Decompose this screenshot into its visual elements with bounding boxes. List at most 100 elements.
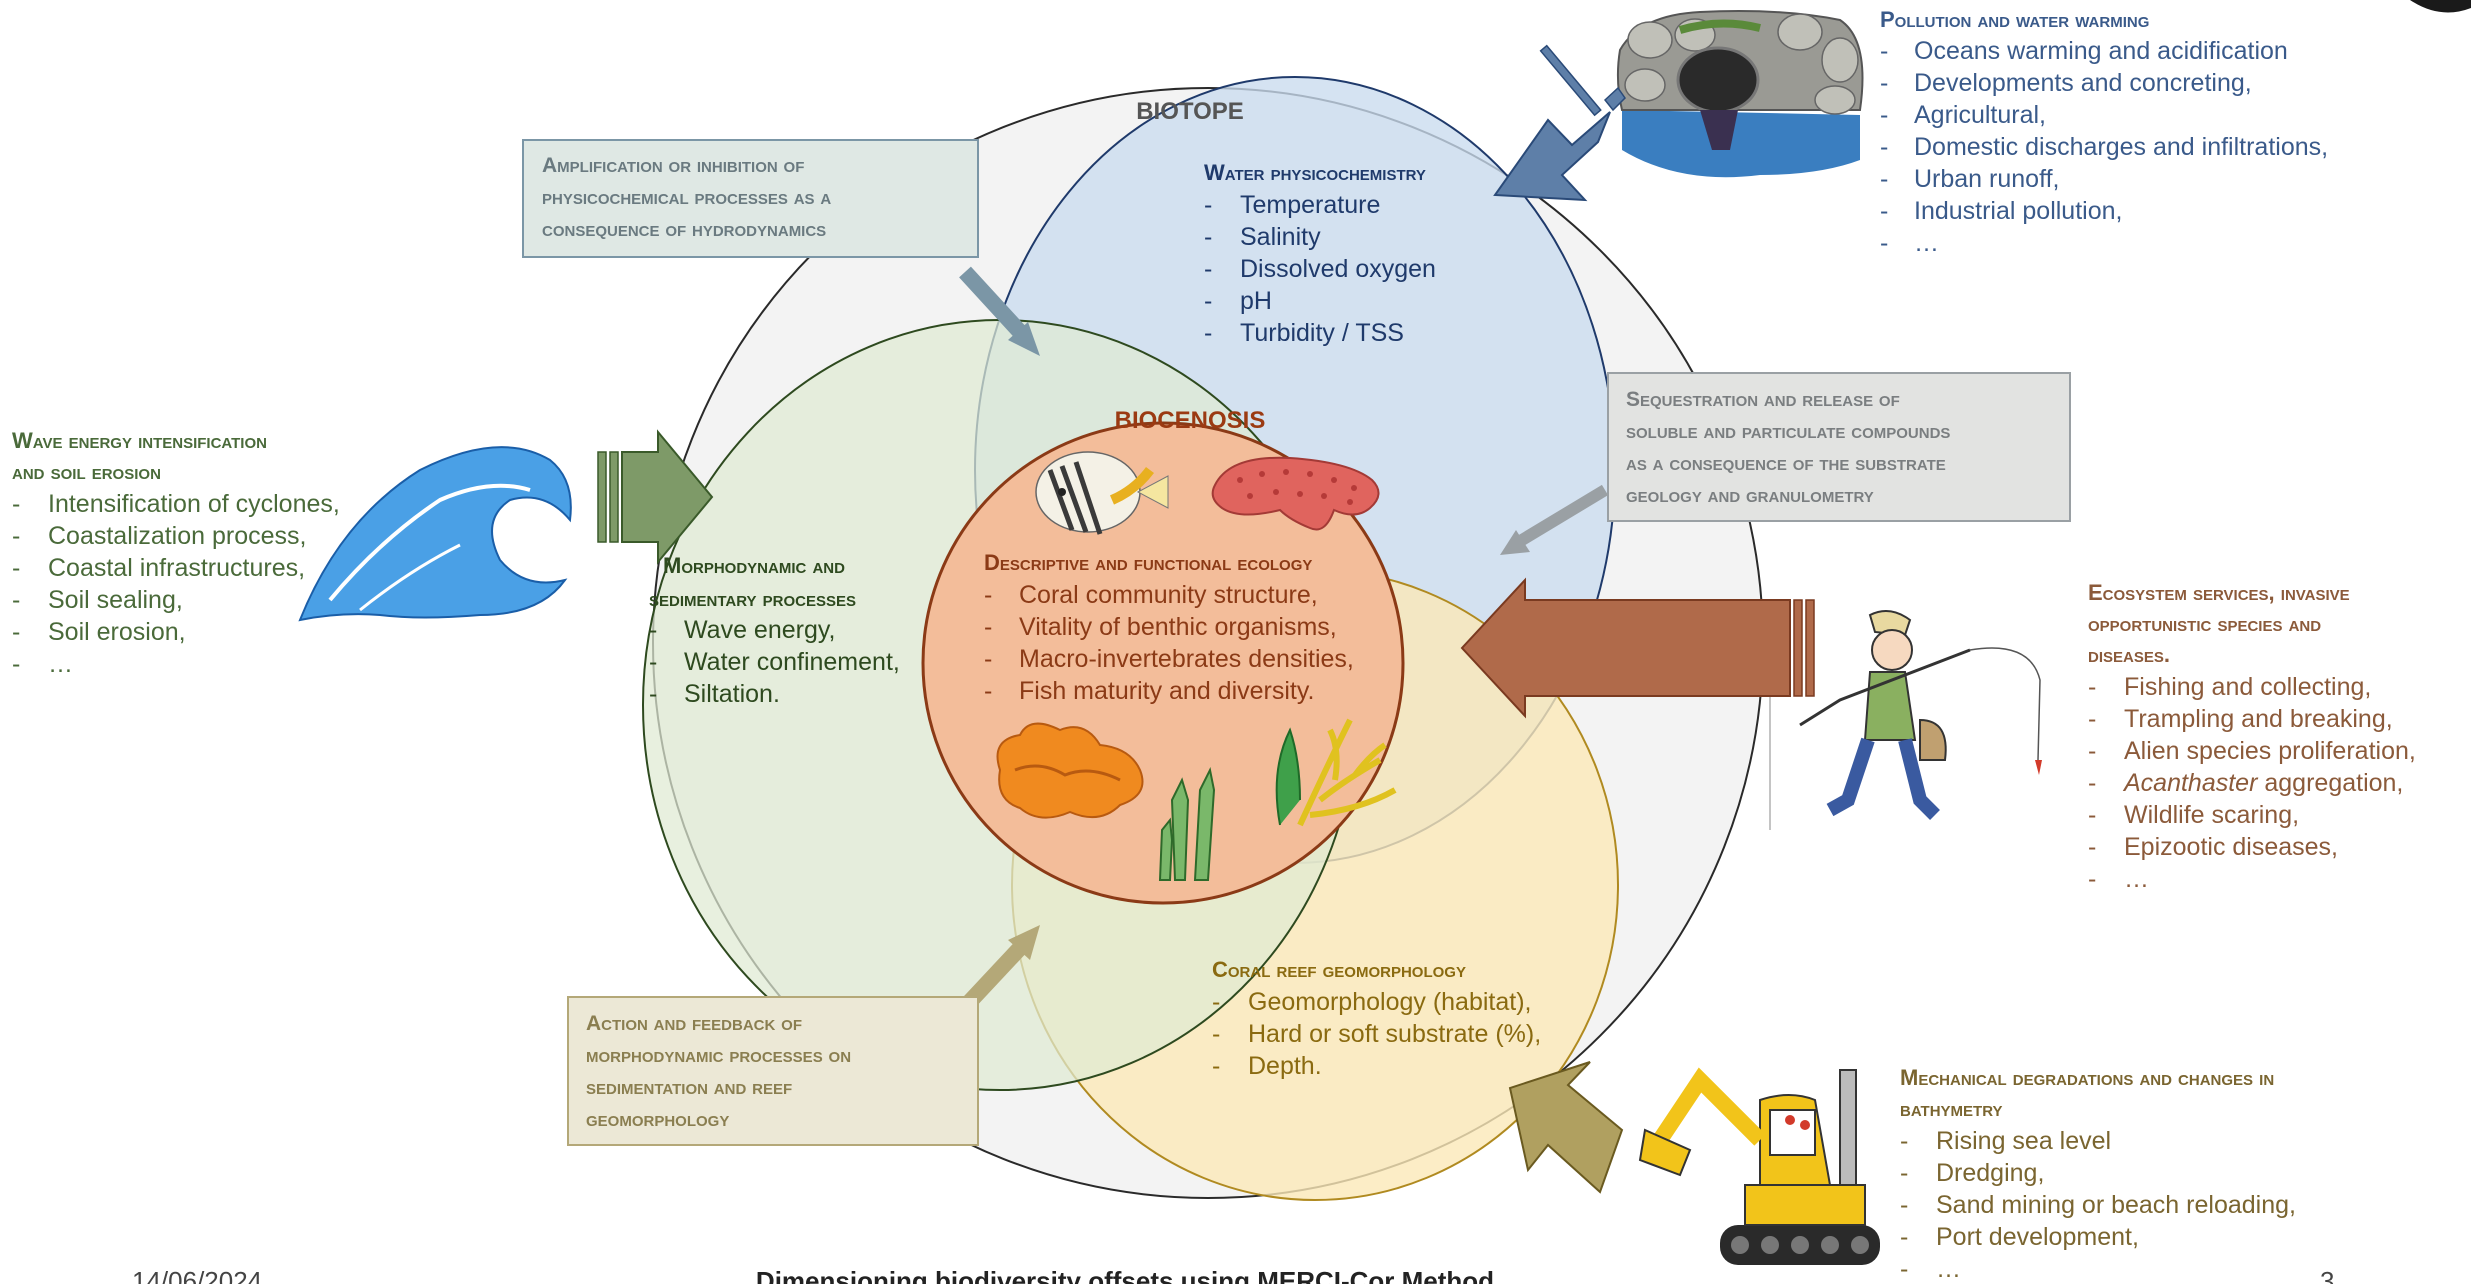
- wave-title-2: and soil erosion: [12, 459, 161, 484]
- services-item: aggregation,: [2264, 769, 2403, 797]
- mechanical-title-2: bathymetry: [1900, 1096, 2003, 1121]
- action-line: morphodynamic processes on: [586, 1044, 851, 1067]
- svg-text:-: -: [12, 554, 20, 582]
- footer-title: Dimensioning biodiversity offsets using …: [756, 1266, 1494, 1284]
- svg-text:-: -: [1880, 229, 1888, 257]
- geomorph-item: Depth.: [1248, 1052, 1322, 1080]
- svg-text:-: -: [1880, 37, 1888, 65]
- svg-text:-: -: [1204, 255, 1212, 283]
- pollution-item: Domestic discharges and infiltrations,: [1914, 133, 2328, 161]
- wave-item: Coastal infrastructures,: [48, 554, 305, 582]
- action-line: sedimentation and reef: [586, 1076, 792, 1099]
- sequestration-arrow: [1500, 484, 1609, 555]
- sequestration-line: as a consequence of the substrate: [1626, 452, 1946, 475]
- amplification-line: consequence of hydrodynamics: [542, 218, 826, 241]
- morpho-item: Siltation.: [684, 680, 780, 708]
- svg-text:-: -: [2088, 737, 2096, 765]
- pollution-title: Pollution and water warming: [1880, 7, 2149, 32]
- services-list: -Fishing and collecting, -Trampling and …: [2088, 673, 2416, 893]
- svg-text:-: -: [1880, 69, 1888, 97]
- services-item: Trampling and breaking,: [2124, 705, 2393, 733]
- fish-icon: [1035, 451, 1169, 535]
- svg-text:-: -: [984, 677, 992, 705]
- services-title-1: Ecosystem services, invasive: [2088, 580, 2350, 605]
- svg-text:-: -: [2088, 769, 2096, 797]
- coral-icon: [996, 722, 1144, 819]
- svg-text:-: -: [1212, 988, 1220, 1016]
- morpho-item: Wave energy,: [684, 616, 835, 644]
- sequestration-line: soluble and particulate compounds: [1626, 420, 1950, 443]
- geomorph-list: -Geomorphology (habitat), -Hard or soft …: [1212, 988, 1541, 1080]
- fisherman-icon: [1769, 610, 2042, 830]
- footer-date: 14/06/2024: [132, 1266, 262, 1284]
- svg-text:-: -: [1900, 1191, 1908, 1219]
- mechanical-item: Port development,: [1936, 1223, 2139, 1251]
- logo-fragment: [2410, 0, 2471, 13]
- svg-text:-: -: [1900, 1223, 1908, 1251]
- svg-text:-: -: [1900, 1159, 1908, 1187]
- morpho-title-1: Morphodynamic and: [663, 553, 845, 578]
- wave-icon: [298, 446, 572, 622]
- water-item: Salinity: [1240, 223, 1321, 251]
- action-line: Action and feedback of: [586, 1012, 802, 1035]
- svg-text:-: -: [1204, 191, 1212, 219]
- footer-page: 3: [2320, 1266, 2334, 1284]
- sea-cucumber-icon: [1211, 456, 1380, 531]
- pollution-list: -Oceans warming and acidification -Devel…: [1880, 37, 2328, 257]
- excavator-icon: [1638, 1067, 1880, 1265]
- svg-text:-: -: [1900, 1255, 1908, 1283]
- mechanical-item: Rising sea level: [1936, 1127, 2111, 1155]
- wave-arrow[interactable]: [597, 429, 714, 565]
- geomorph-item: Hard or soft substrate (%),: [1248, 1020, 1541, 1048]
- morpho-item: Water confinement,: [684, 648, 900, 676]
- ecology-item: Macro-invertebrates densities,: [1019, 645, 1354, 673]
- pipe-icon: [1616, 10, 1864, 178]
- svg-text:-: -: [12, 586, 20, 614]
- water-item: Temperature: [1240, 191, 1380, 219]
- services-item: Wildlife scaring,: [2124, 801, 2299, 829]
- svg-text:-: -: [1880, 197, 1888, 225]
- biotope-label: BIOTOPE: [1136, 98, 1244, 125]
- mechanical-arrow[interactable]: [1508, 1061, 1624, 1194]
- svg-text:-: -: [2088, 865, 2096, 893]
- svg-text:Acanthaster aggregation,: Acanthaster aggregation,: [2122, 769, 2403, 797]
- wave-list: -Intensification of cyclones, -Coastaliz…: [12, 490, 340, 678]
- amplification-line: Amplification or inhibition of: [542, 154, 804, 177]
- amplification-line: physicochemical processes as a: [542, 186, 831, 209]
- svg-text:-: -: [649, 616, 657, 644]
- pollution-item: Developments and concreting,: [1914, 69, 2252, 97]
- water-item: pH: [1240, 287, 1272, 315]
- pollution-arrow[interactable]: [1493, 44, 1626, 202]
- svg-text:-: -: [649, 648, 657, 676]
- svg-text:-: -: [984, 645, 992, 673]
- svg-text:-: -: [984, 613, 992, 641]
- coral-branch-icon: [1275, 718, 1397, 827]
- sequestration-line: geology and granulometry: [1626, 484, 1874, 507]
- pollution-item: Urban runoff,: [1914, 165, 2059, 193]
- sequestration-box: Sequestration and release of soluble and…: [1607, 372, 2071, 522]
- svg-text:-: -: [2088, 801, 2096, 829]
- pollution-item: Industrial pollution,: [1914, 197, 2122, 225]
- geomorph-title: Coral reef geomorphology: [1212, 957, 1466, 982]
- svg-text:-: -: [1212, 1020, 1220, 1048]
- acanthaster-word: Acanthaster: [2122, 769, 2259, 797]
- svg-text:-: -: [12, 522, 20, 550]
- geomorph-item: Geomorphology (habitat),: [1248, 988, 1531, 1016]
- services-title-3: diseases.: [2088, 642, 2170, 667]
- wave-item: …: [48, 650, 73, 678]
- services-item: Fishing and collecting,: [2124, 673, 2371, 701]
- mechanical-item: Dredging,: [1936, 1159, 2044, 1187]
- svg-text:-: -: [2088, 673, 2096, 701]
- svg-text:-: -: [1880, 133, 1888, 161]
- services-item: Alien species proliferation,: [2124, 737, 2416, 765]
- services-arrow[interactable]: [1460, 577, 1815, 719]
- wave-item: Soil erosion,: [48, 618, 186, 646]
- svg-text:-: -: [1880, 101, 1888, 129]
- svg-text:-: -: [12, 618, 20, 646]
- wave-title-1: Wave energy intensification: [12, 428, 267, 453]
- mechanical-item: …: [1936, 1255, 1961, 1283]
- morpho-title-2: sedimentary processes: [649, 586, 856, 611]
- water-list: -Temperature -Salinity -Dissolved oxygen…: [1204, 191, 1436, 347]
- svg-text:-: -: [984, 581, 992, 609]
